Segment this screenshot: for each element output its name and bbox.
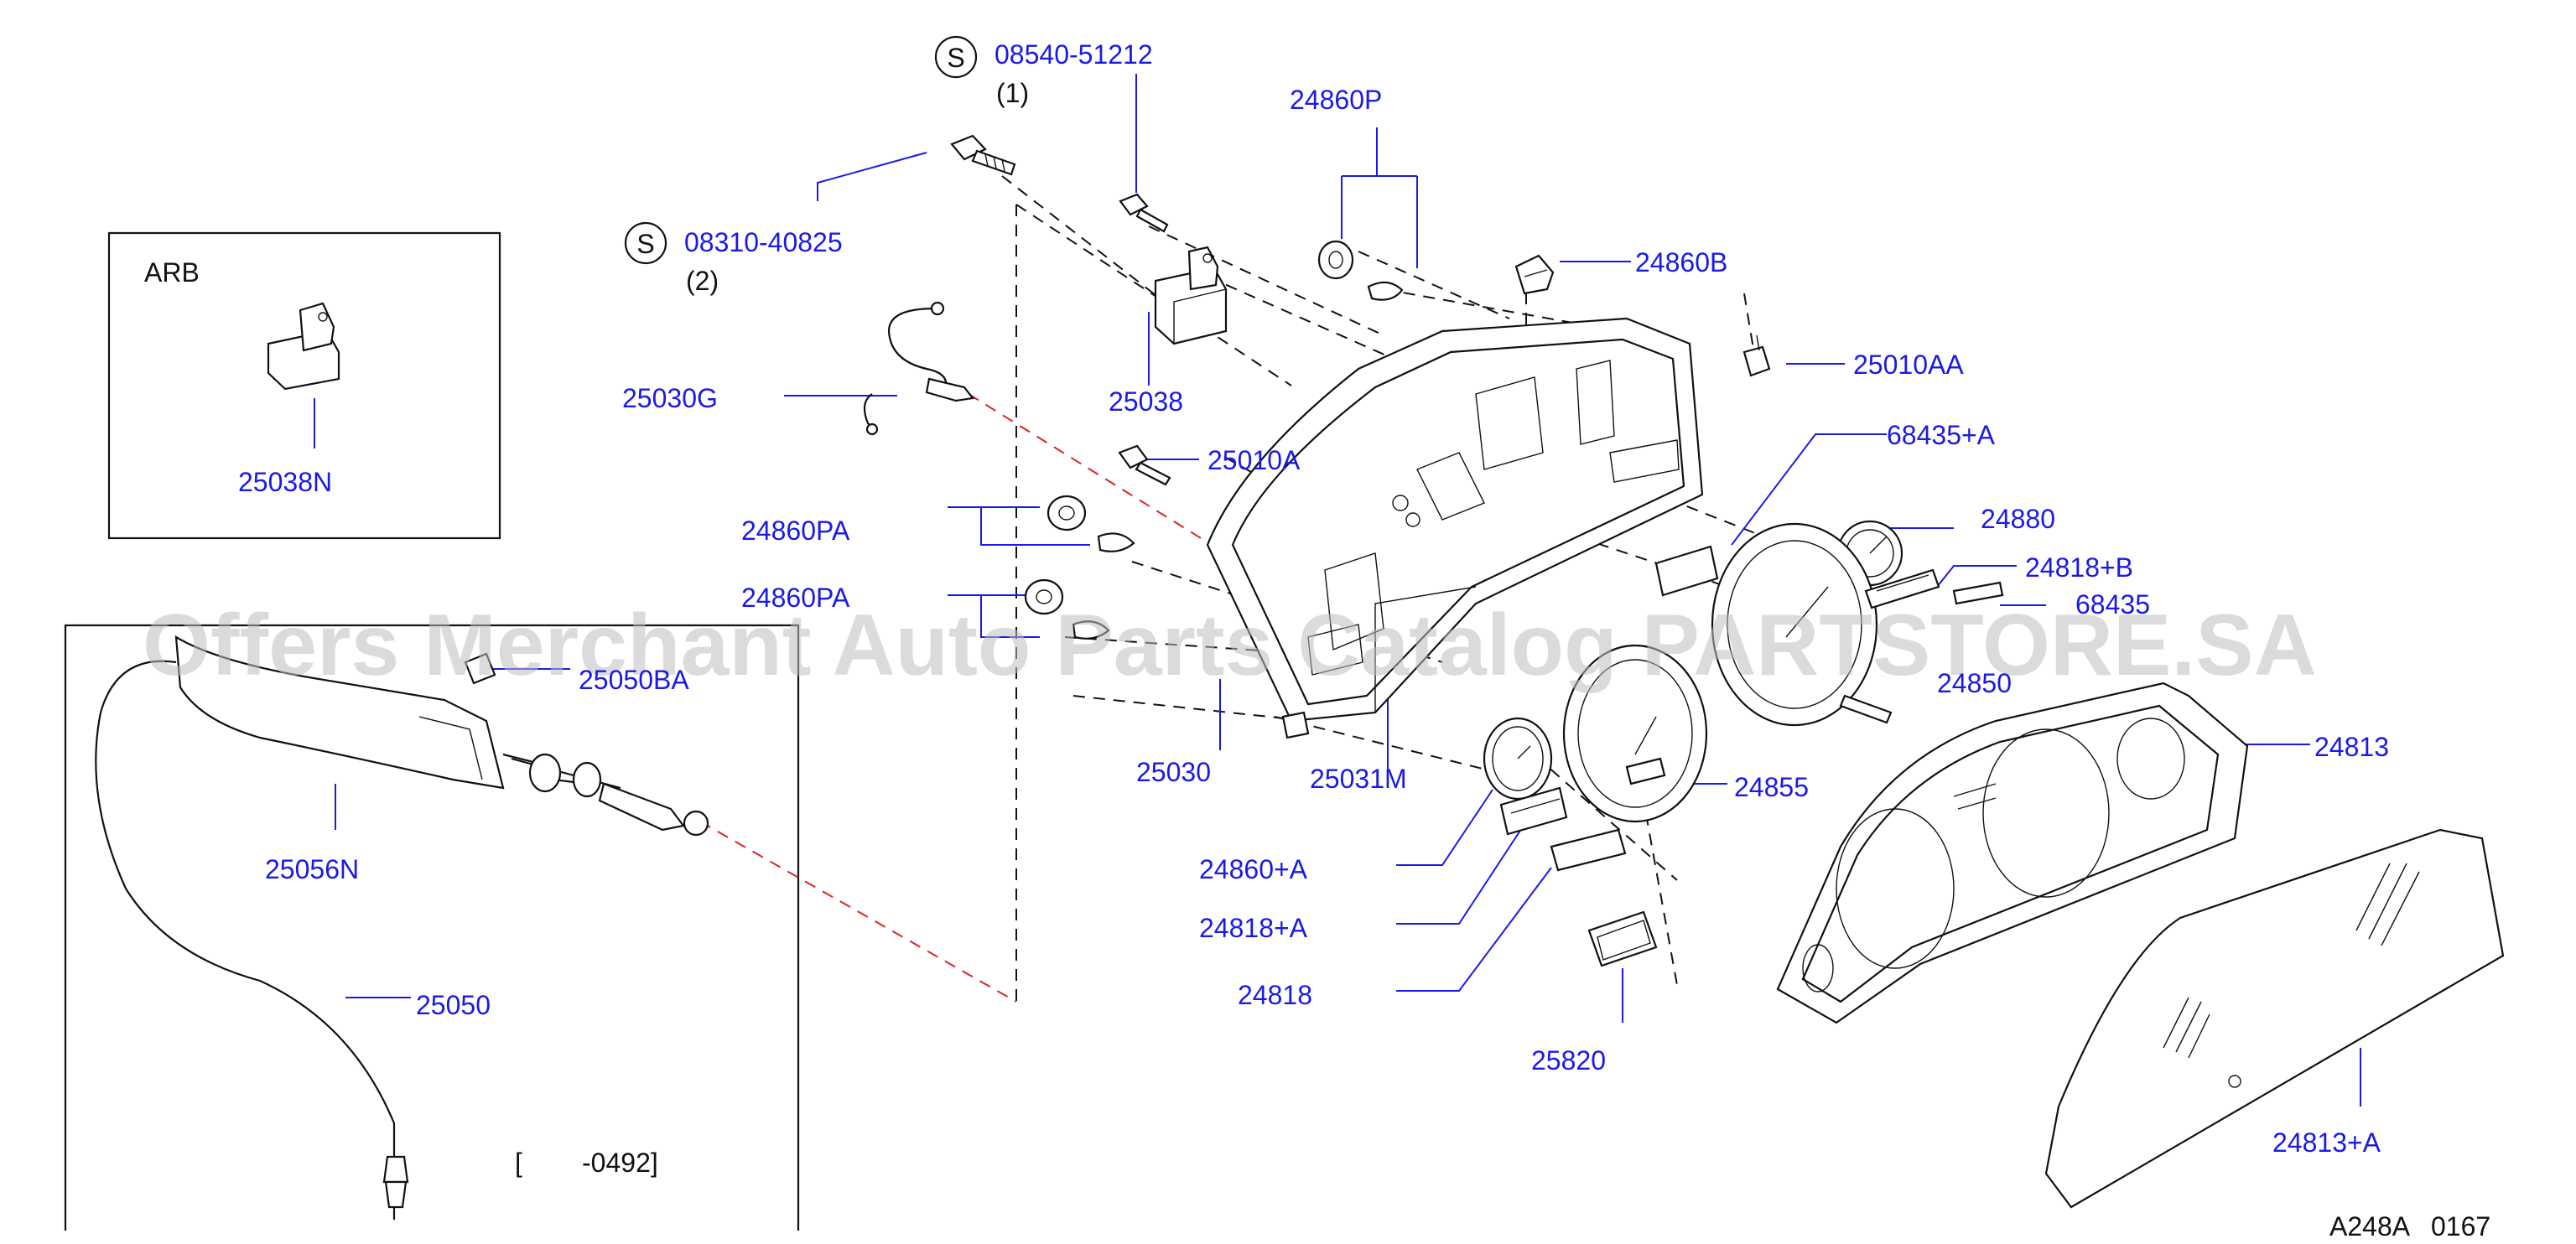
label-25030[interactable]: 25030 xyxy=(1136,757,1211,787)
label-24860A[interactable]: 24860+A xyxy=(1199,854,1308,884)
label-24818B[interactable]: 24818+B xyxy=(2025,552,2133,583)
diagram-code: A248A 0167 xyxy=(2329,1211,2490,1241)
label-25056N[interactable]: 25056N xyxy=(265,854,359,884)
label-25010AA[interactable]: 25010AA xyxy=(1853,350,1964,380)
screw-25010a[interactable] xyxy=(1118,444,1171,486)
label-25030G[interactable]: 25030G xyxy=(622,383,718,413)
grommet-24860pa-lower[interactable] xyxy=(1024,578,1110,640)
label-24818A[interactable]: 24818+A xyxy=(1199,913,1308,943)
watermark: Offers Merchant Auto Parts Catalog PARTS… xyxy=(143,597,2317,694)
label-24860P[interactable]: 24860P xyxy=(1290,85,1382,115)
bulb-25820[interactable] xyxy=(1587,910,1658,967)
bracket-25038n[interactable] xyxy=(267,302,340,391)
speedo-cable-25050[interactable] xyxy=(95,660,709,1220)
label-25010A[interactable]: 25010A xyxy=(1208,445,1301,475)
label-25050[interactable]: 25050 xyxy=(416,990,491,1020)
gauge-24860a[interactable] xyxy=(1483,717,1553,801)
screw-symbol-2: S xyxy=(624,221,667,265)
screw-25010aa[interactable] xyxy=(1742,334,1771,377)
cable-inset-box xyxy=(64,624,800,1231)
grommet-24860p[interactable] xyxy=(1317,240,1404,301)
plate-24818[interactable] xyxy=(1550,828,1627,872)
label-08310-40825[interactable]: 08310-40825 xyxy=(684,227,843,257)
label-24860B[interactable]: 24860B xyxy=(1635,247,1727,277)
label-24813A[interactable]: 24813+A xyxy=(2272,1127,2381,1158)
label-25050BA[interactable]: 25050BA xyxy=(579,665,689,695)
red-reference-lines xyxy=(699,393,1213,1003)
label-24880[interactable]: 24880 xyxy=(1981,504,2055,534)
leader-lines xyxy=(314,74,2361,1107)
range-note: [ -0492] xyxy=(515,1148,658,1178)
label-24813[interactable]: 24813 xyxy=(2314,732,2389,762)
plate-68435a[interactable] xyxy=(1654,545,1719,597)
label-24860PA-upper[interactable]: 24860PA xyxy=(741,516,850,546)
lens-24813a[interactable] xyxy=(2044,828,2505,1209)
label-quantity-2: (2) xyxy=(686,266,719,296)
label-quantity-1: (1) xyxy=(996,78,1029,108)
bulb-socket-24860b[interactable] xyxy=(1514,254,1555,295)
svg-text:S: S xyxy=(947,43,964,73)
label-25031M[interactable]: 25031M xyxy=(1310,764,1407,794)
inset-title: ARB xyxy=(144,257,200,288)
indicator-24818b[interactable] xyxy=(1864,568,1940,609)
indicator-24818a[interactable] xyxy=(1499,786,1568,836)
label-24818[interactable]: 24818 xyxy=(1238,980,1312,1010)
harness-25030g[interactable] xyxy=(863,301,975,436)
clip-25050ba[interactable] xyxy=(464,652,496,685)
svg-text:S: S xyxy=(636,229,654,259)
label-25038[interactable]: 25038 xyxy=(1109,386,1183,417)
part-labels: 08540-51212 (1) 08310-40825 (2) 24860P 2… xyxy=(238,39,2389,1158)
label-24850[interactable]: 24850 xyxy=(1937,668,2012,698)
arb-inset-box xyxy=(107,231,501,540)
label-08540-51212[interactable]: 08540-51212 xyxy=(995,39,1153,70)
screw-symbol-1: S xyxy=(934,35,978,79)
bolt-08310[interactable] xyxy=(950,134,1016,176)
grommet-25056n[interactable] xyxy=(174,635,505,790)
tachometer-24855[interactable] xyxy=(1562,644,1708,823)
bracket-25038[interactable] xyxy=(1154,246,1228,345)
label-24860PA-lower[interactable]: 24860PA xyxy=(741,583,850,613)
label-68435[interactable]: 68435 xyxy=(2075,589,2150,619)
label-24855[interactable]: 24855 xyxy=(1734,772,1809,802)
finisher-24813[interactable] xyxy=(1776,682,2249,1024)
label-25820[interactable]: 25820 xyxy=(1531,1045,1606,1076)
plate-68435[interactable] xyxy=(1952,581,2004,605)
screw-08540[interactable] xyxy=(1119,193,1169,233)
meter-housing-25030[interactable] xyxy=(1206,317,1704,739)
grommet-24860pa-upper[interactable] xyxy=(1046,495,1135,552)
speedometer-24850[interactable] xyxy=(1711,522,1893,727)
label-25038N[interactable]: 25038N xyxy=(238,467,332,497)
label-68435A[interactable]: 68435+A xyxy=(1887,420,1996,450)
